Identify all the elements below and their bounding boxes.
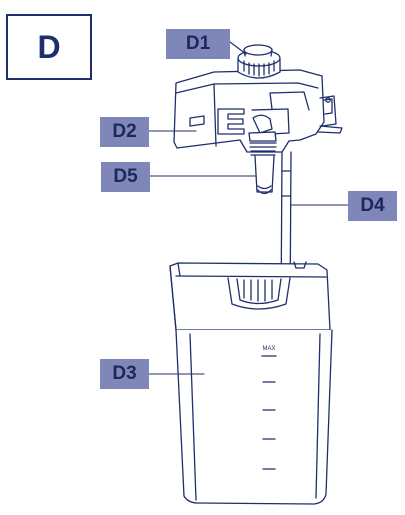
callout-d2: D2 — [100, 117, 149, 147]
suction-fitting — [248, 114, 277, 195]
callout-d5: D5 — [101, 162, 150, 192]
callout-d1: D1 — [166, 29, 230, 59]
callout-d4: D4 — [348, 191, 397, 221]
max-mark-label: MAX — [262, 346, 275, 352]
dial-knob — [237, 44, 281, 79]
leader-lines — [148, 41, 349, 375]
section-label-box: D — [6, 14, 92, 80]
callout-d3: D3 — [100, 359, 149, 389]
section-letter: D — [37, 28, 61, 65]
milk-jug — [169, 261, 333, 505]
